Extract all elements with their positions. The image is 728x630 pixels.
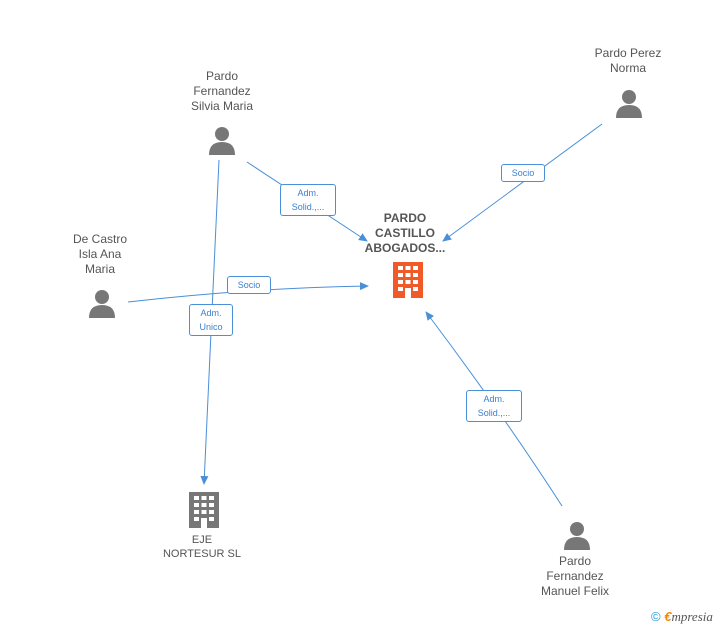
edge-tag-norma-main[interactable]: Socio bbox=[501, 164, 545, 182]
person-icon-norma[interactable] bbox=[615, 88, 643, 118]
brand-logo-text: mpresia bbox=[671, 609, 713, 624]
person-icon-silvia[interactable] bbox=[208, 125, 236, 155]
edge-tag-silvia-eje[interactable]: Adm. Unico bbox=[189, 304, 233, 336]
person-icon-manuel[interactable] bbox=[563, 520, 591, 550]
edge-tag-isla-main[interactable]: Socio bbox=[227, 276, 271, 294]
edge-norma-main bbox=[442, 123, 603, 242]
node-label-isla[interactable]: De Castro Isla Ana Maria bbox=[72, 232, 128, 276]
brand-footer: © €mpresia bbox=[651, 609, 713, 625]
edge-tag-manuel-main[interactable]: Adm. Solid.,... bbox=[466, 390, 522, 422]
copyright-symbol: © bbox=[651, 609, 661, 624]
brand-logo-e: € bbox=[664, 609, 672, 624]
person-icon-isla[interactable] bbox=[88, 288, 116, 318]
node-label-manuel[interactable]: Pardo Fernandez Manuel Felix bbox=[540, 554, 610, 598]
building-icon-eje[interactable] bbox=[189, 492, 219, 528]
node-label-silvia[interactable]: Pardo Fernandez Silvia Maria bbox=[190, 69, 253, 113]
building-icon-main-company[interactable] bbox=[393, 262, 423, 298]
node-label-eje[interactable]: EJE NORTESUR SL bbox=[162, 534, 242, 560]
node-label-norma[interactable]: Pardo Perez Norma bbox=[594, 46, 662, 75]
edge-tag-silvia-main[interactable]: Adm. Solid.,... bbox=[280, 184, 336, 216]
node-label-main-company[interactable]: PARDO CASTILLO ABOGADOS... bbox=[364, 211, 446, 255]
